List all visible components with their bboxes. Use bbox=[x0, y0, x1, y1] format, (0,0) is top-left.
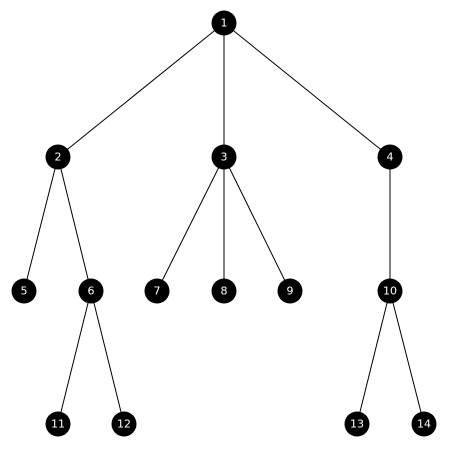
node-6: 6 bbox=[78, 278, 104, 304]
node-circle-12 bbox=[111, 411, 137, 437]
edges-layer bbox=[23, 22, 425, 425]
node-9: 9 bbox=[277, 278, 303, 304]
node-4: 4 bbox=[377, 144, 403, 170]
node-circle-10 bbox=[377, 278, 403, 304]
edge-1-2 bbox=[57, 22, 225, 158]
node-label-8: 8 bbox=[221, 285, 228, 298]
node-3: 3 bbox=[211, 144, 237, 170]
node-1: 1 bbox=[211, 10, 237, 36]
node-label-3: 3 bbox=[221, 151, 228, 164]
node-12: 12 bbox=[111, 411, 137, 437]
node-label-11: 11 bbox=[51, 418, 65, 431]
node-circle-11 bbox=[45, 411, 71, 437]
node-label-10: 10 bbox=[383, 285, 397, 298]
node-circle-9 bbox=[277, 278, 303, 304]
edge-6-12 bbox=[90, 290, 125, 425]
node-circle-2 bbox=[45, 144, 71, 170]
node-circle-7 bbox=[144, 278, 170, 304]
node-label-7: 7 bbox=[154, 285, 161, 298]
node-14: 14 bbox=[411, 411, 437, 437]
node-circle-13 bbox=[344, 411, 370, 437]
edge-10-14 bbox=[389, 290, 425, 425]
node-circle-3 bbox=[211, 144, 237, 170]
node-10: 10 bbox=[377, 278, 403, 304]
edge-2-5 bbox=[23, 156, 59, 292]
node-label-13: 13 bbox=[350, 418, 364, 431]
node-label-6: 6 bbox=[88, 285, 95, 298]
node-circle-14 bbox=[411, 411, 437, 437]
node-circle-4 bbox=[377, 144, 403, 170]
node-13: 13 bbox=[344, 411, 370, 437]
node-7: 7 bbox=[144, 278, 170, 304]
node-label-4: 4 bbox=[387, 151, 394, 164]
node-label-1: 1 bbox=[221, 17, 228, 30]
node-label-2: 2 bbox=[55, 151, 62, 164]
node-label-12: 12 bbox=[117, 418, 131, 431]
node-8: 8 bbox=[211, 278, 237, 304]
edge-10-13 bbox=[356, 290, 391, 425]
edge-3-9 bbox=[223, 156, 291, 292]
node-circle-8 bbox=[211, 278, 237, 304]
node-circle-5 bbox=[11, 278, 37, 304]
edge-1-4 bbox=[223, 22, 391, 158]
edge-3-7 bbox=[156, 156, 225, 292]
node-2: 2 bbox=[45, 144, 71, 170]
node-5: 5 bbox=[11, 278, 37, 304]
node-label-9: 9 bbox=[287, 285, 294, 298]
node-label-5: 5 bbox=[21, 285, 28, 298]
edge-6-11 bbox=[57, 290, 92, 425]
node-circle-6 bbox=[78, 278, 104, 304]
node-circle-1 bbox=[211, 10, 237, 36]
edge-2-6 bbox=[57, 156, 92, 292]
node-11: 11 bbox=[45, 411, 71, 437]
node-label-14: 14 bbox=[417, 418, 431, 431]
